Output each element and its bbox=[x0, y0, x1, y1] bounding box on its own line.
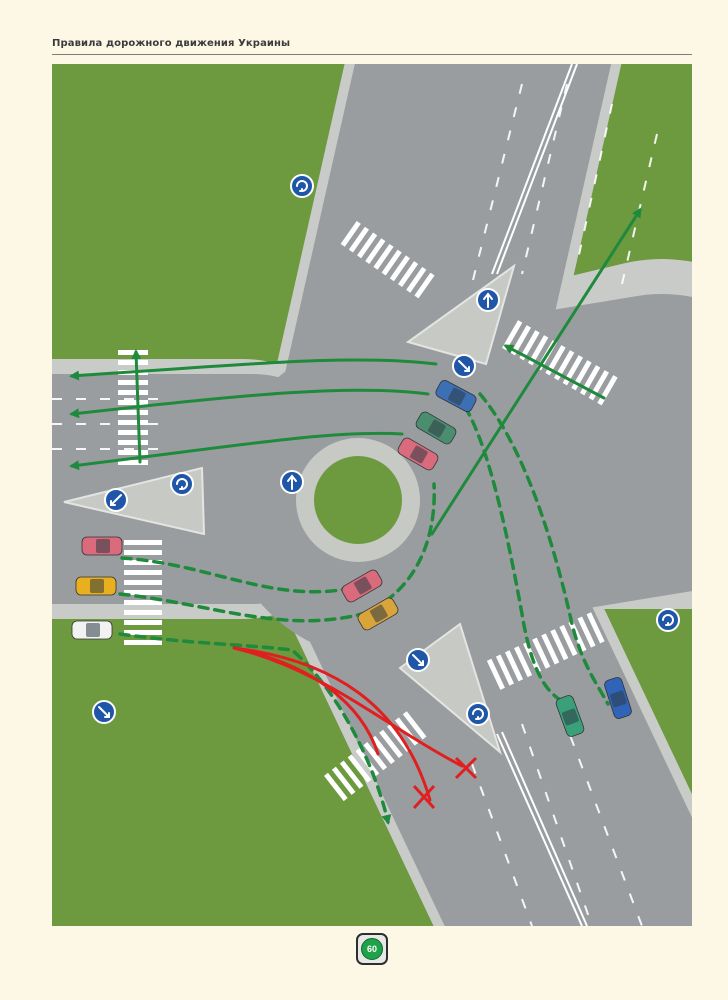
south-west-crosswalk bbox=[324, 711, 427, 802]
header-rule bbox=[52, 54, 692, 55]
running-head: Правила дорожного движения Украины bbox=[52, 38, 291, 49]
roundabout-sign bbox=[466, 702, 490, 726]
west-lower-crosswalk bbox=[124, 540, 162, 645]
keep-right-sign bbox=[452, 354, 476, 378]
straight-ahead-sign bbox=[476, 288, 500, 312]
car bbox=[341, 569, 383, 603]
keep-right-sign bbox=[406, 648, 430, 672]
page-number: 60 bbox=[361, 938, 383, 960]
car bbox=[435, 380, 477, 412]
west-traffic-island bbox=[63, 466, 206, 536]
roundabout-sign bbox=[170, 472, 194, 496]
page-number-badge: 60 bbox=[356, 933, 388, 965]
roundabout-sign bbox=[290, 174, 314, 198]
car bbox=[75, 576, 117, 596]
car bbox=[397, 437, 439, 471]
straight-ahead-sign bbox=[280, 470, 304, 494]
car bbox=[415, 411, 457, 445]
keep-left-sign bbox=[104, 488, 128, 512]
south-east-crosswalk bbox=[486, 612, 605, 690]
traffic-signs bbox=[92, 174, 680, 726]
roundabout-illustration bbox=[52, 64, 692, 926]
car bbox=[555, 695, 585, 737]
car bbox=[81, 536, 123, 556]
cars bbox=[71, 380, 632, 737]
north-crosswalk bbox=[340, 221, 435, 299]
car bbox=[604, 677, 632, 719]
forbidden-cross-markers bbox=[412, 756, 478, 810]
car bbox=[71, 620, 113, 640]
roundabout-sign bbox=[656, 608, 680, 632]
allowed-paths bbox=[69, 207, 642, 536]
car bbox=[357, 597, 399, 631]
keep-right-sign bbox=[92, 700, 116, 724]
forbidden-paths bbox=[232, 646, 464, 802]
